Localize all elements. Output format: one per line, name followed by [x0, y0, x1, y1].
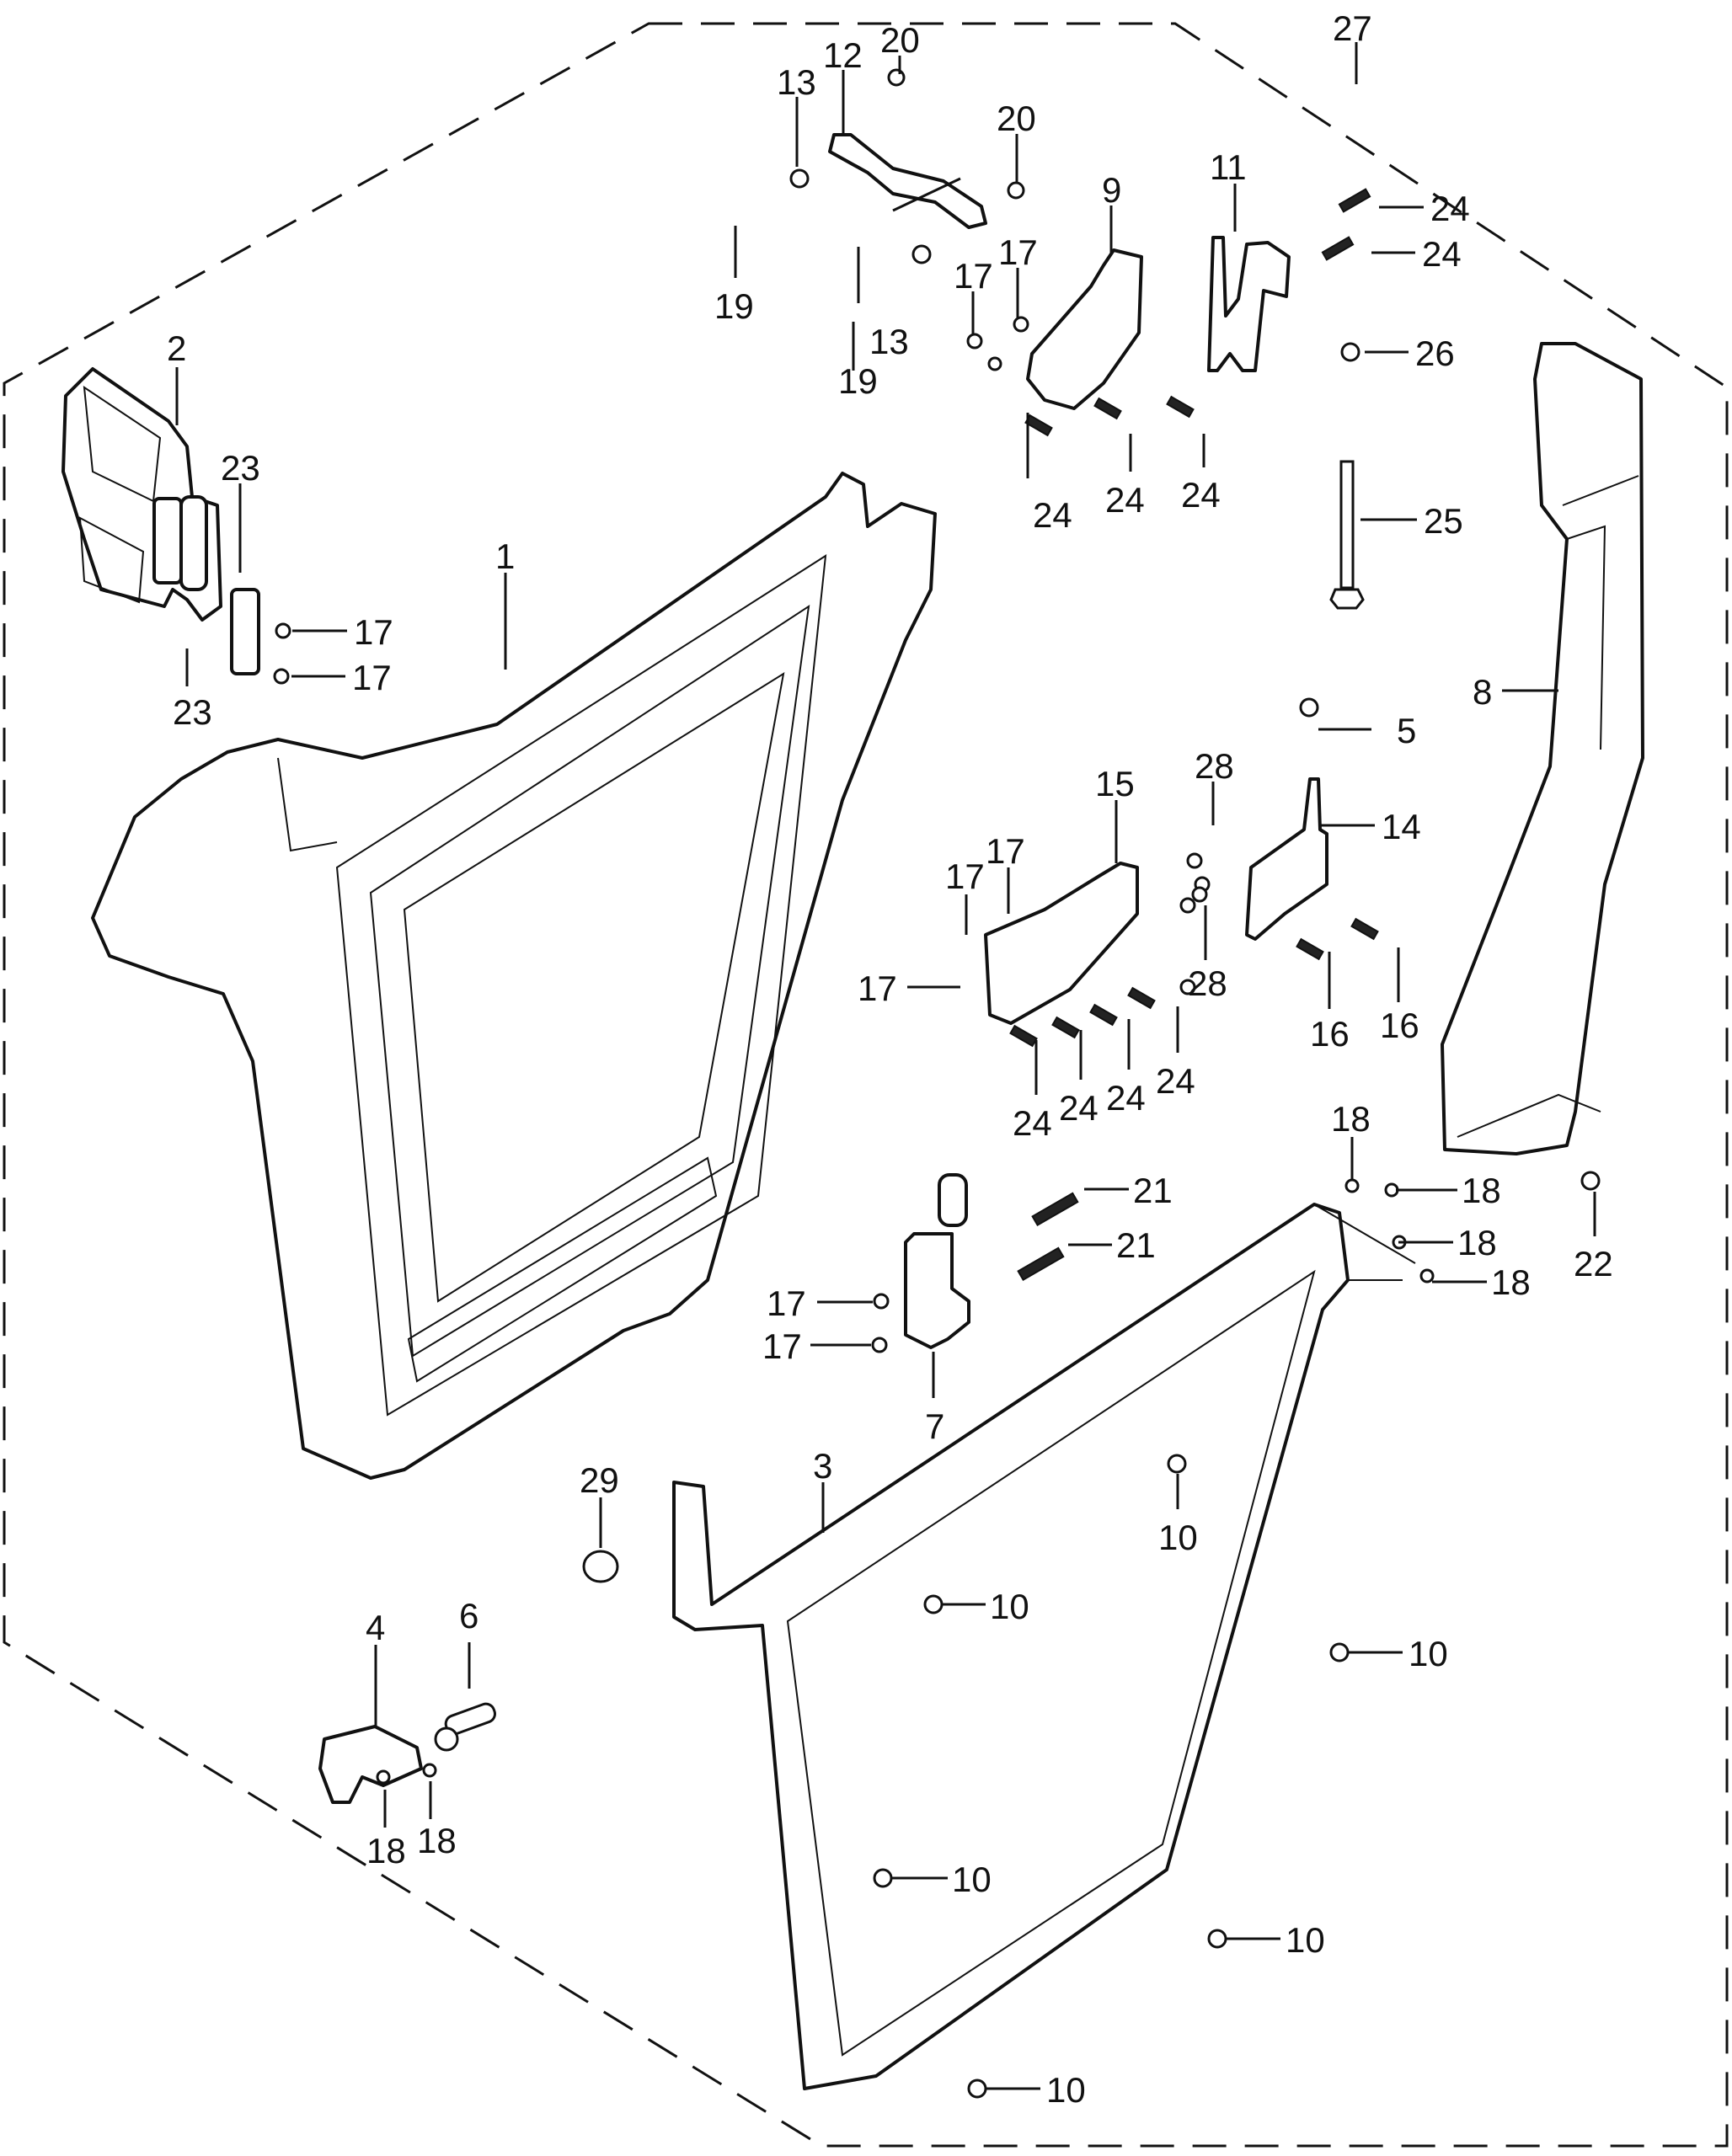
callout-17[interactable]: 17: [945, 857, 985, 896]
callout-13[interactable]: 13: [869, 322, 909, 361]
callout-15[interactable]: 15: [1095, 764, 1135, 803]
callout-24[interactable]: 24: [1106, 1078, 1146, 1118]
callout-4[interactable]: 4: [366, 1608, 385, 1647]
callout-29[interactable]: 29: [580, 1460, 619, 1500]
callout-18[interactable]: 18: [417, 1821, 457, 1860]
callout-17[interactable]: 17: [762, 1326, 802, 1366]
callout-24[interactable]: 24: [1105, 480, 1145, 520]
latch[interactable]: [904, 1232, 970, 1349]
callout-18[interactable]: 18: [1491, 1262, 1531, 1302]
callout-2[interactable]: 2: [167, 328, 186, 368]
check-strap[interactable]: [828, 133, 987, 229]
latch-handle: [938, 1173, 968, 1227]
door-frame[interactable]: [672, 1203, 1416, 2090]
callout-26[interactable]: 26: [1415, 334, 1455, 373]
callout-24[interactable]: 24: [1059, 1088, 1099, 1128]
callout-17[interactable]: 17: [767, 1283, 806, 1323]
callout-10[interactable]: 10: [952, 1860, 992, 1899]
callout-28[interactable]: 28: [1188, 963, 1227, 1003]
callout-labels: 27 20 12 13 20 19 13 19 9 17 17 24 24 24…: [167, 8, 1613, 2110]
long-bolt[interactable]: [1329, 460, 1365, 610]
callout-17[interactable]: 17: [986, 831, 1025, 871]
door-panel[interactable]: [91, 472, 937, 1480]
callout-12[interactable]: 12: [823, 35, 863, 75]
callout-18[interactable]: 18: [1331, 1099, 1371, 1139]
callout-10[interactable]: 10: [990, 1587, 1029, 1626]
callout-18[interactable]: 18: [366, 1831, 406, 1870]
callout-21[interactable]: 21: [1116, 1225, 1156, 1265]
striker-plate[interactable]: [318, 1725, 423, 1804]
callout-9[interactable]: 9: [1102, 170, 1121, 210]
callout-7[interactable]: 7: [925, 1406, 944, 1446]
callout-24[interactable]: 24: [1181, 475, 1221, 515]
callout-24[interactable]: 24: [1422, 234, 1462, 274]
callout-20[interactable]: 20: [880, 20, 920, 60]
callout-8[interactable]: 8: [1473, 672, 1492, 712]
callout-14[interactable]: 14: [1382, 807, 1421, 846]
striker-pin[interactable]: [434, 1701, 497, 1752]
callout-3[interactable]: 3: [813, 1446, 832, 1486]
callout-17[interactable]: 17: [354, 612, 393, 652]
leader-lines: [175, 42, 1596, 2090]
callout-16[interactable]: 16: [1380, 1006, 1419, 1045]
callout-5[interactable]: 5: [1397, 711, 1416, 750]
callout-10[interactable]: 10: [1286, 1920, 1325, 1960]
callout-18[interactable]: 18: [1457, 1223, 1497, 1262]
callout-19[interactable]: 19: [838, 361, 878, 401]
callout-13[interactable]: 13: [777, 62, 816, 102]
callout-11[interactable]: 11: [1210, 147, 1247, 187]
callout-17[interactable]: 17: [954, 256, 993, 296]
callout-22[interactable]: 22: [1574, 1244, 1613, 1283]
callout-6[interactable]: 6: [459, 1596, 478, 1636]
callout-23[interactable]: 23: [173, 692, 212, 732]
callout-10[interactable]: 10: [1046, 2070, 1086, 2110]
upper-hinge-bracket[interactable]: [1026, 248, 1143, 410]
upper-hinge-pin-bracket[interactable]: [1207, 236, 1291, 372]
callout-28[interactable]: 28: [1195, 746, 1234, 786]
fasteners: [273, 68, 1601, 2099]
callout-25[interactable]: 25: [1424, 501, 1463, 541]
callout-17[interactable]: 17: [858, 969, 897, 1008]
callout-18[interactable]: 18: [1462, 1171, 1501, 1210]
mirror[interactable]: [61, 367, 260, 675]
callout-17[interactable]: 17: [352, 658, 392, 697]
door-post[interactable]: [1441, 342, 1644, 1155]
callout-23[interactable]: 23: [221, 448, 260, 488]
callout-21[interactable]: 21: [1133, 1171, 1173, 1210]
callout-24[interactable]: 24: [1033, 495, 1072, 535]
callout-16[interactable]: 16: [1310, 1014, 1350, 1054]
lower-hinge-bracket[interactable]: [984, 862, 1139, 1025]
callout-17[interactable]: 17: [998, 232, 1038, 272]
plug[interactable]: [582, 1550, 619, 1583]
callout-10[interactable]: 10: [1409, 1634, 1448, 1673]
lower-hinge-pin-bracket[interactable]: [1245, 777, 1328, 941]
callout-24[interactable]: 24: [1156, 1061, 1195, 1101]
callout-20[interactable]: 20: [997, 99, 1036, 138]
callout-1[interactable]: 1: [495, 536, 515, 576]
callout-10[interactable]: 10: [1158, 1518, 1198, 1557]
callout-27[interactable]: 27: [1333, 8, 1372, 48]
callout-19[interactable]: 19: [714, 286, 754, 326]
callout-24[interactable]: 24: [1013, 1103, 1052, 1143]
callout-24[interactable]: 24: [1430, 189, 1470, 228]
kit-boundary: [3, 22, 1729, 2148]
